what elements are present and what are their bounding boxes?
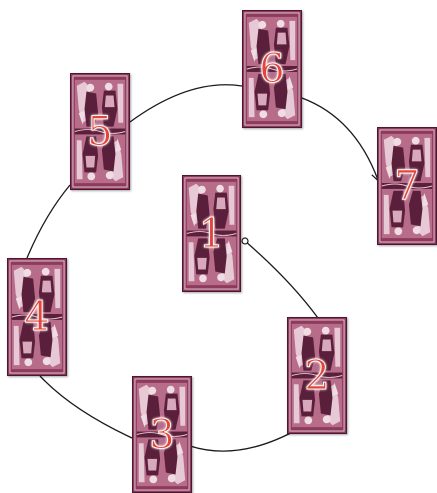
card-position-5: 5	[70, 73, 130, 190]
card-position-6: 6	[242, 10, 302, 128]
card-number: 7	[378, 166, 436, 206]
card-position-1: 1	[182, 175, 241, 292]
card-number: 1	[183, 214, 240, 254]
card-number: 4	[8, 297, 66, 337]
card-number: 6	[243, 49, 301, 89]
card-number: 3	[133, 415, 191, 455]
card-position-7: 7	[377, 127, 437, 245]
card-number: 2	[288, 356, 346, 396]
card-position-3: 3	[132, 376, 192, 493]
card-position-4: 4	[7, 258, 67, 376]
path-start-marker	[242, 238, 248, 244]
card-position-2: 2	[287, 317, 347, 434]
card-number: 5	[71, 112, 129, 152]
